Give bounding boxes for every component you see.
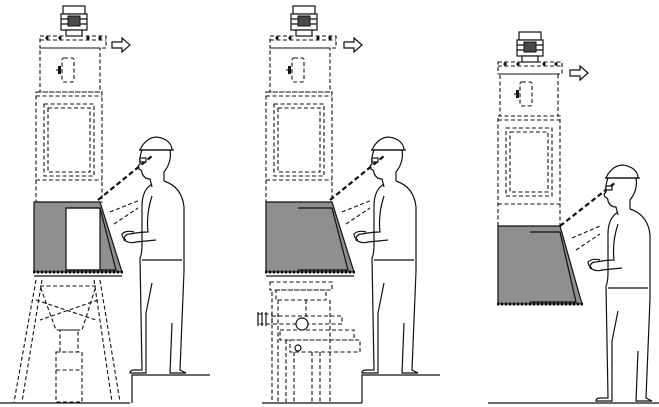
exhaust-arrow-icon xyxy=(343,37,363,53)
exhaust-arrow-icon xyxy=(111,37,131,53)
panel-2 xyxy=(257,5,440,404)
collector-housing xyxy=(265,201,355,273)
panel-1 xyxy=(0,5,210,404)
operator-figure xyxy=(587,164,653,402)
motor-icon xyxy=(290,5,318,37)
collector-housing xyxy=(497,225,583,305)
motor-icon xyxy=(516,31,544,63)
exhaust-arrow-icon xyxy=(569,65,589,81)
panel-3 xyxy=(488,31,659,404)
motor-icon xyxy=(60,5,88,37)
